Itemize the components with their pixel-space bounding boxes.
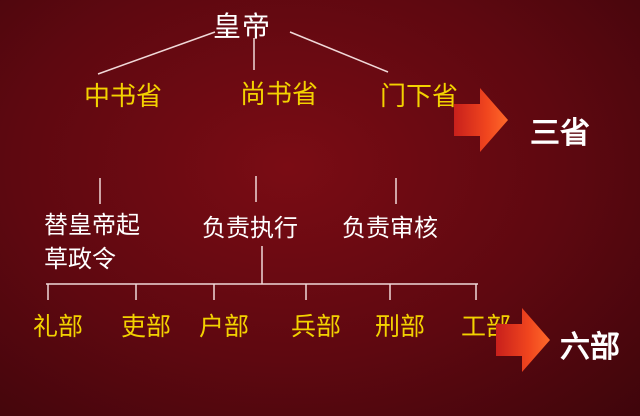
ministries-arrow-icon — [496, 308, 550, 372]
three-provinces-label: 三省 — [530, 116, 590, 151]
ministry-bing-war: 兵部 — [291, 312, 342, 341]
emperor-label: 皇帝 — [213, 10, 272, 43]
connector-emperor-zhongshu — [97, 31, 216, 75]
ministry-li-rites: 礼部 — [33, 312, 84, 341]
province-zhongshu: 中书省 — [84, 82, 163, 112]
province-menxia: 门下省 — [380, 82, 459, 112]
provinces-arrow-icon — [454, 88, 508, 152]
function-zhongshu: 替皇帝起草政令 — [44, 211, 140, 273]
ministry-li-personnel: 吏部 — [121, 312, 172, 341]
province-shangshu: 尚书省 — [240, 80, 319, 110]
function-shangshu: 负责执行 — [202, 214, 298, 242]
six-ministries-label: 六部 — [560, 330, 620, 365]
function-menxia: 负责审核 — [342, 214, 438, 242]
connector-emperor-menxia — [289, 31, 389, 73]
ministry-gong-works: 工部 — [461, 312, 512, 341]
ministry-hu-revenue: 户部 — [199, 312, 250, 341]
ministry-xing-justice: 刑部 — [375, 312, 426, 341]
